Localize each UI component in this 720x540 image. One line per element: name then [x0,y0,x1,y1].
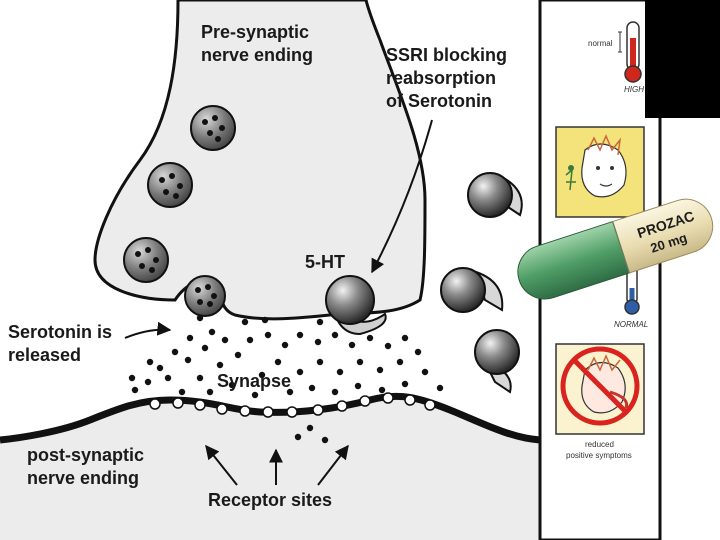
ssri-label-3: of Serotonin [386,91,492,111]
postsynaptic-label-2: nerve ending [27,468,139,488]
presynaptic-label-2: nerve ending [201,45,313,65]
thermo-normal-bottom-label: NORMAL [614,320,648,329]
vesicle [123,237,169,283]
receptor-sites-label: Receptor sites [208,490,332,510]
ssri-label-1: SSRI blocking [386,45,507,65]
receptor-arrow-right [317,444,349,486]
postsynaptic-label-1: post-synaptic [27,445,144,465]
serotonin-label-1: Serotonin is [8,322,112,342]
postsynaptic-membrane [0,392,541,444]
reuptake-transporter [325,275,387,336]
vesicle [147,162,193,208]
receptor-arrow-left [205,444,238,486]
ssri-arrow [371,119,433,274]
black-corner-block [660,0,720,118]
release-arrow [124,321,172,339]
reduced-label-1: reduced [585,440,614,449]
thermometer-normal-icon [624,261,640,315]
prozac-capsule: PROZAC 20 mg [517,198,714,300]
ssri-label-2: reabsorption [386,68,496,88]
symptom-card-icon [555,126,645,218]
presynaptic-label-1: Pre-synaptic [201,22,309,42]
ssri-molecule [474,329,520,394]
postsynaptic-fill [0,396,540,540]
ssri-molecule [467,172,523,218]
black-corner-block-left [645,0,660,118]
reduced-label-2: positive symptoms [566,451,632,460]
thermo-high-label: HIGH [624,85,644,94]
receptor-sites [149,392,436,418]
thermo-normal-label: normal [588,39,613,48]
synapse-label: Synapse [217,371,291,391]
vesicle-releasing [184,275,226,317]
serotonin-molecules [128,314,444,444]
vesicle [190,105,236,151]
five-ht-label: 5-HT [305,252,345,272]
thermometer-high-icon [618,21,642,83]
reduced-symptoms-card-icon [555,343,645,435]
presynaptic-terminal [93,0,427,321]
serotonin-label-2: released [8,345,81,365]
ssri-molecule [440,267,504,313]
